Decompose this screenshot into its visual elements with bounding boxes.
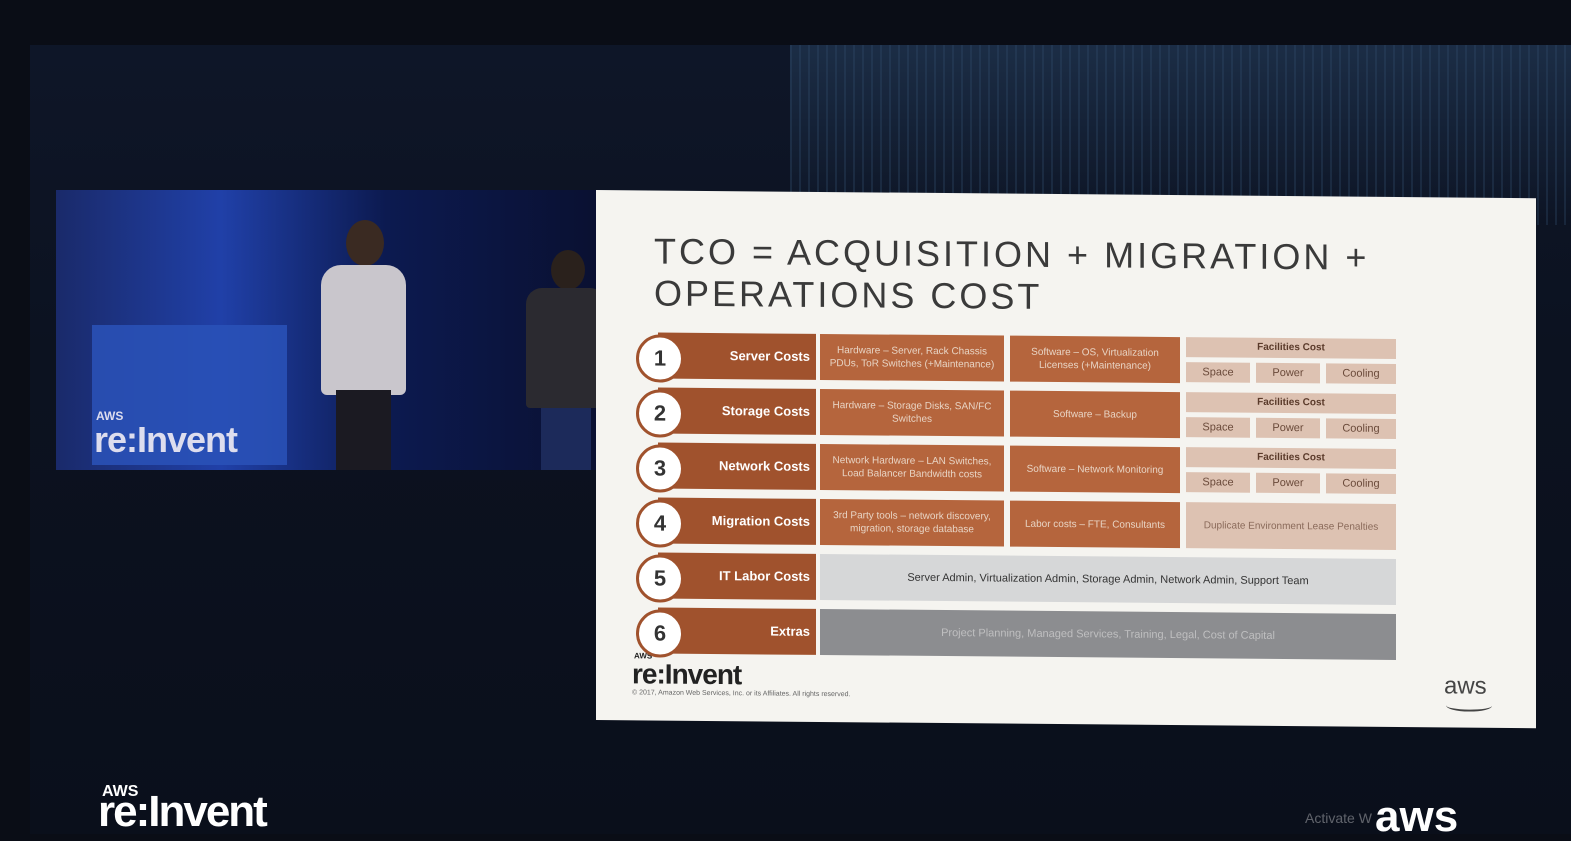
row-cell-software: Software – OS, Virtualization Licenses (…	[1010, 335, 1180, 384]
row-number: 5	[636, 554, 684, 603]
facilities-power: Power	[1256, 362, 1320, 384]
slide-aws-logo: aws	[1444, 672, 1487, 700]
second-person-head	[551, 250, 585, 290]
second-person-legs	[541, 408, 591, 470]
cost-row-it-labor: IT Labor Costs 5 Server Admin, Virtualiz…	[636, 550, 1406, 612]
facilities-head: Facilities Cost	[1186, 392, 1396, 414]
stage-video-feed: AWS re:Invent	[56, 190, 606, 470]
bottom-aws-logo: aws	[1375, 792, 1459, 841]
slide-title-line1: TCO = ACQUISITION + MIGRATION +	[654, 230, 1370, 278]
facilities-cost: Facilities Cost Space Power Cooling	[1186, 392, 1396, 440]
facilities-cooling: Cooling	[1326, 418, 1396, 439]
cost-row-migration: Migration Costs 4 3rd Party tools – netw…	[636, 495, 1406, 557]
row-number: 6	[636, 609, 684, 658]
cost-row-network: Network Costs 3 Network Hardware – LAN S…	[636, 440, 1406, 502]
row-cell-software: Software – Network Monitoring	[1010, 445, 1180, 494]
row-number: 3	[636, 444, 684, 493]
cost-rows: Server Costs 1 Hardware – Server, Rack C…	[636, 330, 1406, 667]
facilities-cost: Facilities Cost Space Power Cooling	[1186, 447, 1396, 495]
row-cell-wide: Project Planning, Managed Services, Trai…	[820, 608, 1396, 660]
row-cell-hardware: Network Hardware – LAN Switches, Load Ba…	[820, 443, 1004, 492]
second-person-body	[526, 288, 606, 408]
row-cell-hardware: Hardware – Server, Rack Chassis PDUs, To…	[820, 333, 1004, 382]
row-number: 4	[636, 499, 684, 548]
facilities-cost: Facilities Cost Space Power Cooling	[1186, 337, 1396, 385]
facilities-head: Facilities Cost	[1186, 337, 1396, 359]
slide-title: TCO = ACQUISITION + MIGRATION + OPERATIO…	[654, 231, 1414, 322]
row-cell-software: Software – Backup	[1010, 390, 1180, 439]
activate-windows-text: Activate W	[1305, 810, 1372, 826]
row-cell-duplicate-env: Duplicate Environment Lease Penalties	[1186, 502, 1396, 550]
slide-title-line2: OPERATIONS COST	[654, 272, 1043, 317]
row-number: 1	[636, 334, 684, 383]
presenter-jacket	[321, 265, 406, 395]
slide-logo-reinvent: re:Invent	[632, 658, 742, 691]
presenter	[306, 220, 416, 470]
row-cell-wide: Server Admin, Virtualization Admin, Stor…	[820, 553, 1396, 605]
facilities-space: Space	[1186, 472, 1250, 493]
presenter-head	[346, 220, 384, 266]
cost-row-storage: Storage Costs 2 Hardware – Storage Disks…	[636, 385, 1406, 447]
row-number: 2	[636, 389, 684, 438]
row-cell-tools: 3rd Party tools – network discovery, mig…	[820, 498, 1004, 547]
aws-smile-icon	[1446, 699, 1492, 712]
facilities-space: Space	[1186, 417, 1250, 438]
facilities-space: Space	[1186, 362, 1250, 383]
facilities-power: Power	[1256, 472, 1320, 494]
cost-row-extras: Extras 6 Project Planning, Managed Servi…	[636, 605, 1406, 667]
copyright: © 2017, Amazon Web Services, Inc. or its…	[632, 689, 851, 699]
stage-logo-aws: AWS	[96, 409, 124, 423]
row-cell-labor: Labor costs – FTE, Consultants	[1010, 500, 1180, 549]
bottom-logo-reinvent: re:Invent	[98, 787, 268, 836]
stage-panel	[92, 325, 287, 465]
facilities-power: Power	[1256, 417, 1320, 439]
facilities-head: Facilities Cost	[1186, 447, 1396, 469]
presenter-legs	[336, 390, 391, 470]
cost-row-server: Server Costs 1 Hardware – Server, Rack C…	[636, 330, 1406, 392]
facilities-cooling: Cooling	[1326, 473, 1396, 494]
slide: TCO = ACQUISITION + MIGRATION + OPERATIO…	[596, 190, 1536, 729]
stage-logo-reinvent: re:Invent	[94, 419, 238, 460]
facilities-cooling: Cooling	[1326, 363, 1396, 384]
second-person	[521, 250, 606, 470]
row-cell-hardware: Hardware – Storage Disks, SAN/FC Switche…	[820, 388, 1004, 437]
bottom-logo-aws: AWS	[102, 783, 139, 800]
